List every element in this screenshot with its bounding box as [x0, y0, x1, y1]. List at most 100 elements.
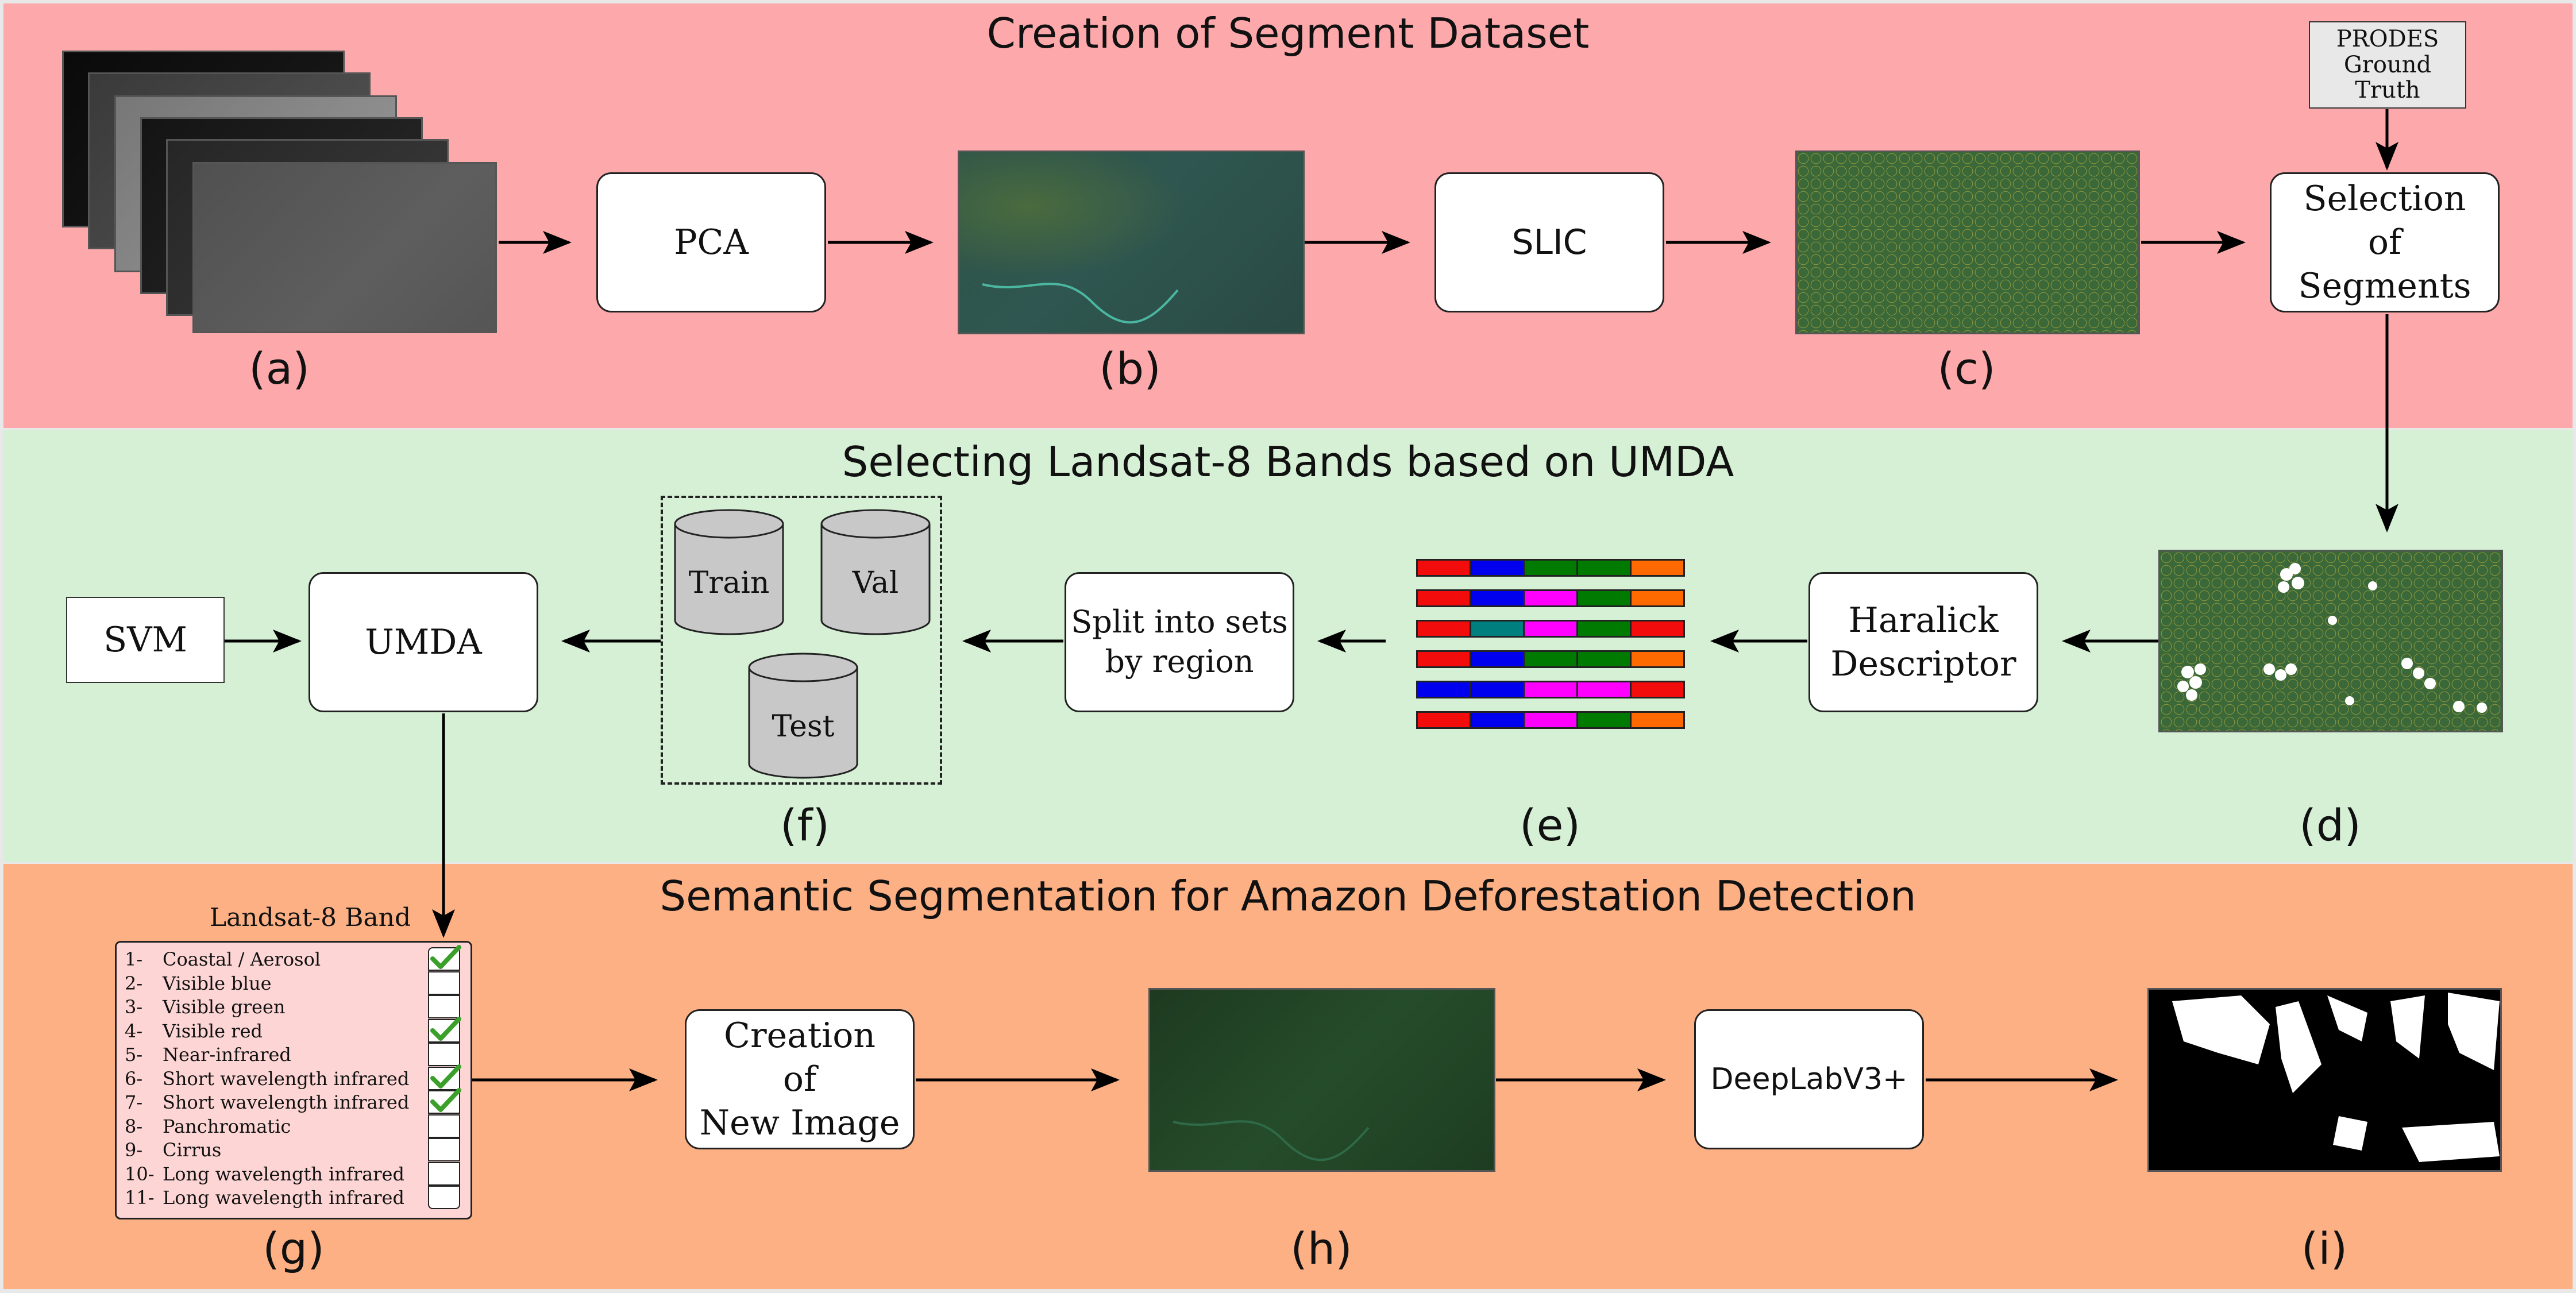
box-line: Ground	[2343, 51, 2432, 78]
deforestation-mask	[2172, 993, 2500, 1162]
band-image	[192, 162, 497, 333]
new-composite-image	[1148, 988, 1495, 1172]
band-name: Long wavelength infrared	[163, 1163, 404, 1185]
box-line: by region	[1105, 643, 1254, 680]
river-overlay	[1173, 1120, 1370, 1161]
label-h: (h)	[1290, 1223, 1352, 1274]
pca-label: PCA	[674, 222, 749, 263]
label-f: (f)	[780, 800, 830, 851]
box-line: Creation	[724, 1015, 876, 1056]
band-row-label: 7-Short wavelength infrared	[125, 1091, 409, 1113]
feature-cell	[1470, 711, 1525, 729]
band-checkbox[interactable]	[428, 1088, 461, 1114]
box-line: PRODES	[2336, 25, 2439, 52]
band-number: 11-	[125, 1187, 155, 1209]
box-line: of	[782, 1059, 817, 1099]
svm-box: SVM	[66, 597, 225, 683]
feature-cell	[1576, 620, 1632, 638]
box-line: Split into sets	[1071, 604, 1288, 640]
deeplabv3-label: DeepLabV3+	[1710, 1062, 1908, 1097]
feature-cell	[1416, 589, 1471, 607]
deeplabv3-box: DeepLabV3+	[1694, 1009, 1924, 1149]
box-line: of	[2367, 222, 2402, 263]
box-line: New Image	[699, 1103, 900, 1144]
band-checkbox[interactable]	[428, 1064, 461, 1090]
test-label: Test	[772, 709, 835, 744]
selected-segment-markers	[2177, 563, 2487, 713]
band-checkbox[interactable]	[428, 971, 460, 995]
feature-cell	[1576, 559, 1632, 577]
band-number: 9-	[125, 1139, 143, 1161]
band-name: Coastal / Aerosol	[163, 948, 321, 970]
section-title: Selecting Landsat-8 Bands based on UMDA	[842, 438, 1734, 486]
band-row-label: 9- Cirrus	[125, 1139, 221, 1161]
feature-vectors	[1416, 559, 1686, 743]
band-name: Short wavelength infrared	[163, 1067, 410, 1090]
band-name: Visible blue	[163, 972, 272, 994]
band-name: Visible green	[163, 996, 286, 1018]
label-b: (b)	[1099, 343, 1161, 394]
band-name: Long wavelength infrared	[163, 1187, 404, 1209]
label-g: (g)	[263, 1223, 325, 1274]
band-checkbox[interactable]	[428, 995, 460, 1018]
selected-segments-image	[2158, 550, 2503, 732]
label-a: (a)	[249, 343, 310, 394]
box-line: Selection	[2303, 178, 2466, 219]
feature-cell	[1470, 559, 1525, 577]
prodes-ground-truth-box: PRODES Ground Truth	[2309, 21, 2466, 109]
band-number: 4-	[125, 1020, 143, 1042]
val-label: Val	[852, 566, 899, 600]
label-i: (i)	[2301, 1223, 2348, 1274]
band-number: 3-	[125, 996, 143, 1018]
feature-cell	[1523, 559, 1578, 577]
band-checkbox[interactable]	[428, 1138, 460, 1161]
split-sets-box: Split into sets by region	[1065, 572, 1294, 712]
band-name: Cirrus	[163, 1139, 222, 1161]
band-checkbox[interactable]	[428, 1161, 460, 1186]
label-c: (c)	[1937, 343, 1996, 394]
band-checkbox[interactable]	[428, 1016, 461, 1043]
superpixel-image	[1795, 150, 2140, 334]
feature-cell	[1470, 589, 1525, 607]
band-row-label: 3- Visible green	[125, 996, 286, 1018]
feature-cell	[1630, 681, 1685, 698]
band-name: Panchromatic	[163, 1115, 291, 1137]
svm-label: SVM	[103, 619, 187, 660]
feature-cell	[1523, 620, 1578, 638]
band-checkbox[interactable]	[428, 945, 461, 971]
band-name: Short wavelength infrared	[163, 1091, 410, 1113]
feature-cell	[1630, 589, 1685, 607]
checkmark-icon	[430, 1016, 461, 1041]
checkmark-icon	[430, 945, 461, 969]
band-checkbox[interactable]	[428, 1186, 460, 1209]
feature-cell	[1416, 620, 1471, 638]
train-label: Train	[688, 566, 770, 600]
band-number: 10-	[125, 1163, 155, 1185]
band-checkbox[interactable]	[428, 1043, 460, 1066]
feature-cell	[1416, 559, 1471, 577]
band-table-title: Landsat-8 Band	[209, 903, 411, 932]
feature-cell	[1470, 681, 1525, 698]
band-number: 8-	[125, 1115, 143, 1137]
box-line: Truth	[2355, 77, 2420, 104]
section-title: Semantic Segmentation for Amazon Defores…	[660, 872, 1916, 920]
band-name: Near-infrared	[163, 1044, 291, 1066]
label-e: (e)	[1519, 800, 1581, 851]
checkmark-icon	[430, 1088, 461, 1112]
feature-cell	[1630, 650, 1685, 668]
segmentation-mask-image	[2147, 988, 2502, 1172]
creation-new-image-box: Creation of New Image	[685, 1009, 915, 1149]
band-row-label: 1-Coastal / Aerosol	[125, 948, 321, 970]
river-overlay	[982, 283, 1179, 324]
band-row-label: 5- Near-infrared	[125, 1044, 291, 1066]
band-row-label: 4- Visible red	[125, 1020, 263, 1042]
band-row-label: 8- Panchromatic	[125, 1116, 291, 1137]
umda-label: UMDA	[365, 622, 482, 662]
band-row-label: 10- Long wavelength infrared	[125, 1163, 404, 1185]
band-name: Visible red	[163, 1020, 263, 1042]
band-checkbox[interactable]	[428, 1114, 460, 1138]
band-number: 5-	[125, 1044, 143, 1066]
band-number: 2-	[125, 972, 143, 994]
